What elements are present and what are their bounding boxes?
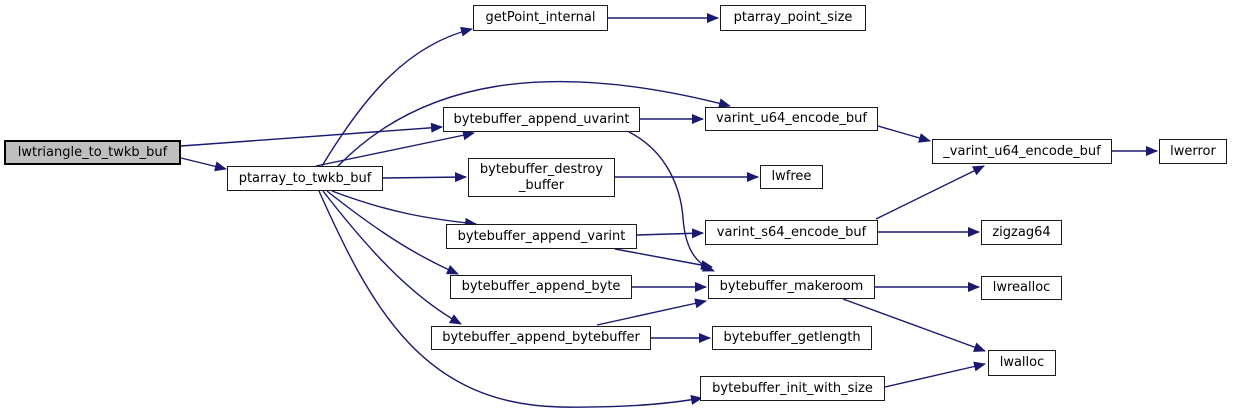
node-bytebuffer_getlength[interactable]: bytebuffer_getlength (712, 326, 872, 350)
edge-ptarray_to_twkb_buf-getPoint_internal (321, 26, 473, 167)
edge-bytebuffer_init_with_size-lwalloc (884, 361, 986, 388)
node-lwerror[interactable]: lwerror (1159, 139, 1227, 164)
node-bytebuffer_append_varint[interactable]: bytebuffer_append_varint (446, 224, 637, 249)
edge-ptarray_to_twkb_buf-bytebuffer_destroy_buffer (382, 172, 467, 183)
node-lwalloc[interactable]: lwalloc (988, 350, 1056, 376)
edge-ptarray_to_twkb_buf-bytebuffer_append_uvarint (315, 130, 475, 167)
node-ptarray_to_twkb_buf[interactable]: ptarray_to_twkb_buf (227, 166, 383, 191)
edge-bytebuffer_makeroom-lwalloc (842, 298, 986, 352)
node-bytebuffer_destroy_buffer[interactable]: bytebuffer_destroy _buffer (468, 158, 615, 197)
node-lwrealloc[interactable]: lwrealloc (981, 276, 1062, 300)
node-zigzag64[interactable]: zigzag64 (981, 220, 1062, 245)
edge-varint_u64_encode_buf-_varint_u64_encode_buf (877, 125, 931, 143)
edge-bytebuffer_append_uvarint-bytebuffer_makeroom (628, 131, 715, 272)
edge-varint_s64_encode_buf-_varint_u64_encode_buf (875, 165, 985, 220)
edge-bytebuffer_append_varint-varint_s64_encode_buf (636, 228, 704, 239)
node-_varint_u64_encode_buf[interactable]: _varint_u64_encode_buf (932, 139, 1112, 164)
edge-lwtriangle_to_twkb_buf-ptarray_to_twkb_buf (180, 157, 227, 172)
node-bytebuffer_append_bytebuffer[interactable]: bytebuffer_append_bytebuffer (431, 326, 651, 350)
node-ptarray_point_size[interactable]: ptarray_point_size (720, 5, 866, 31)
edge-ptarray_to_twkb_buf-varint_u64_encode_buf (337, 80, 731, 167)
edge-ptarray_to_twkb_buf-bytebuffer_append_varint (331, 190, 477, 228)
edge-ptarray_to_twkb_buf-bytebuffer_append_byte (326, 190, 459, 275)
node-varint_s64_encode_buf[interactable]: varint_s64_encode_buf (705, 220, 878, 245)
node-lwfree[interactable]: lwfree (760, 165, 823, 189)
edge-lwtriangle_to_twkb_buf-bytebuffer_append_uvarint (180, 122, 443, 147)
node-varint_u64_encode_buf[interactable]: varint_u64_encode_buf (705, 107, 878, 131)
node-label-line2: _buffer (518, 177, 565, 193)
edge-bytebuffer_append_bytebuffer-bytebuffer_makeroom (596, 298, 707, 326)
edge-ptarray_to_twkb_buf-bytebuffer_init_with_size (318, 190, 703, 408)
node-getPoint_internal[interactable]: getPoint_internal (473, 5, 608, 31)
node-lwtriangle_to_twkb_buf[interactable]: lwtriangle_to_twkb_buf (4, 140, 181, 165)
node-bytebuffer_init_with_size[interactable]: bytebuffer_init_with_size (700, 376, 885, 401)
node-bytebuffer_makeroom[interactable]: bytebuffer_makeroom (708, 275, 875, 299)
node-bytebuffer_append_byte[interactable]: bytebuffer_append_byte (450, 275, 632, 299)
edge-ptarray_to_twkb_buf-bytebuffer_append_bytebuffer (322, 190, 462, 325)
edge-bytebuffer_append_varint-bytebuffer_makeroom (614, 248, 713, 270)
node-label-line1: bytebuffer_destroy (479, 161, 604, 177)
node-bytebuffer_append_uvarint[interactable]: bytebuffer_append_uvarint (443, 107, 640, 132)
